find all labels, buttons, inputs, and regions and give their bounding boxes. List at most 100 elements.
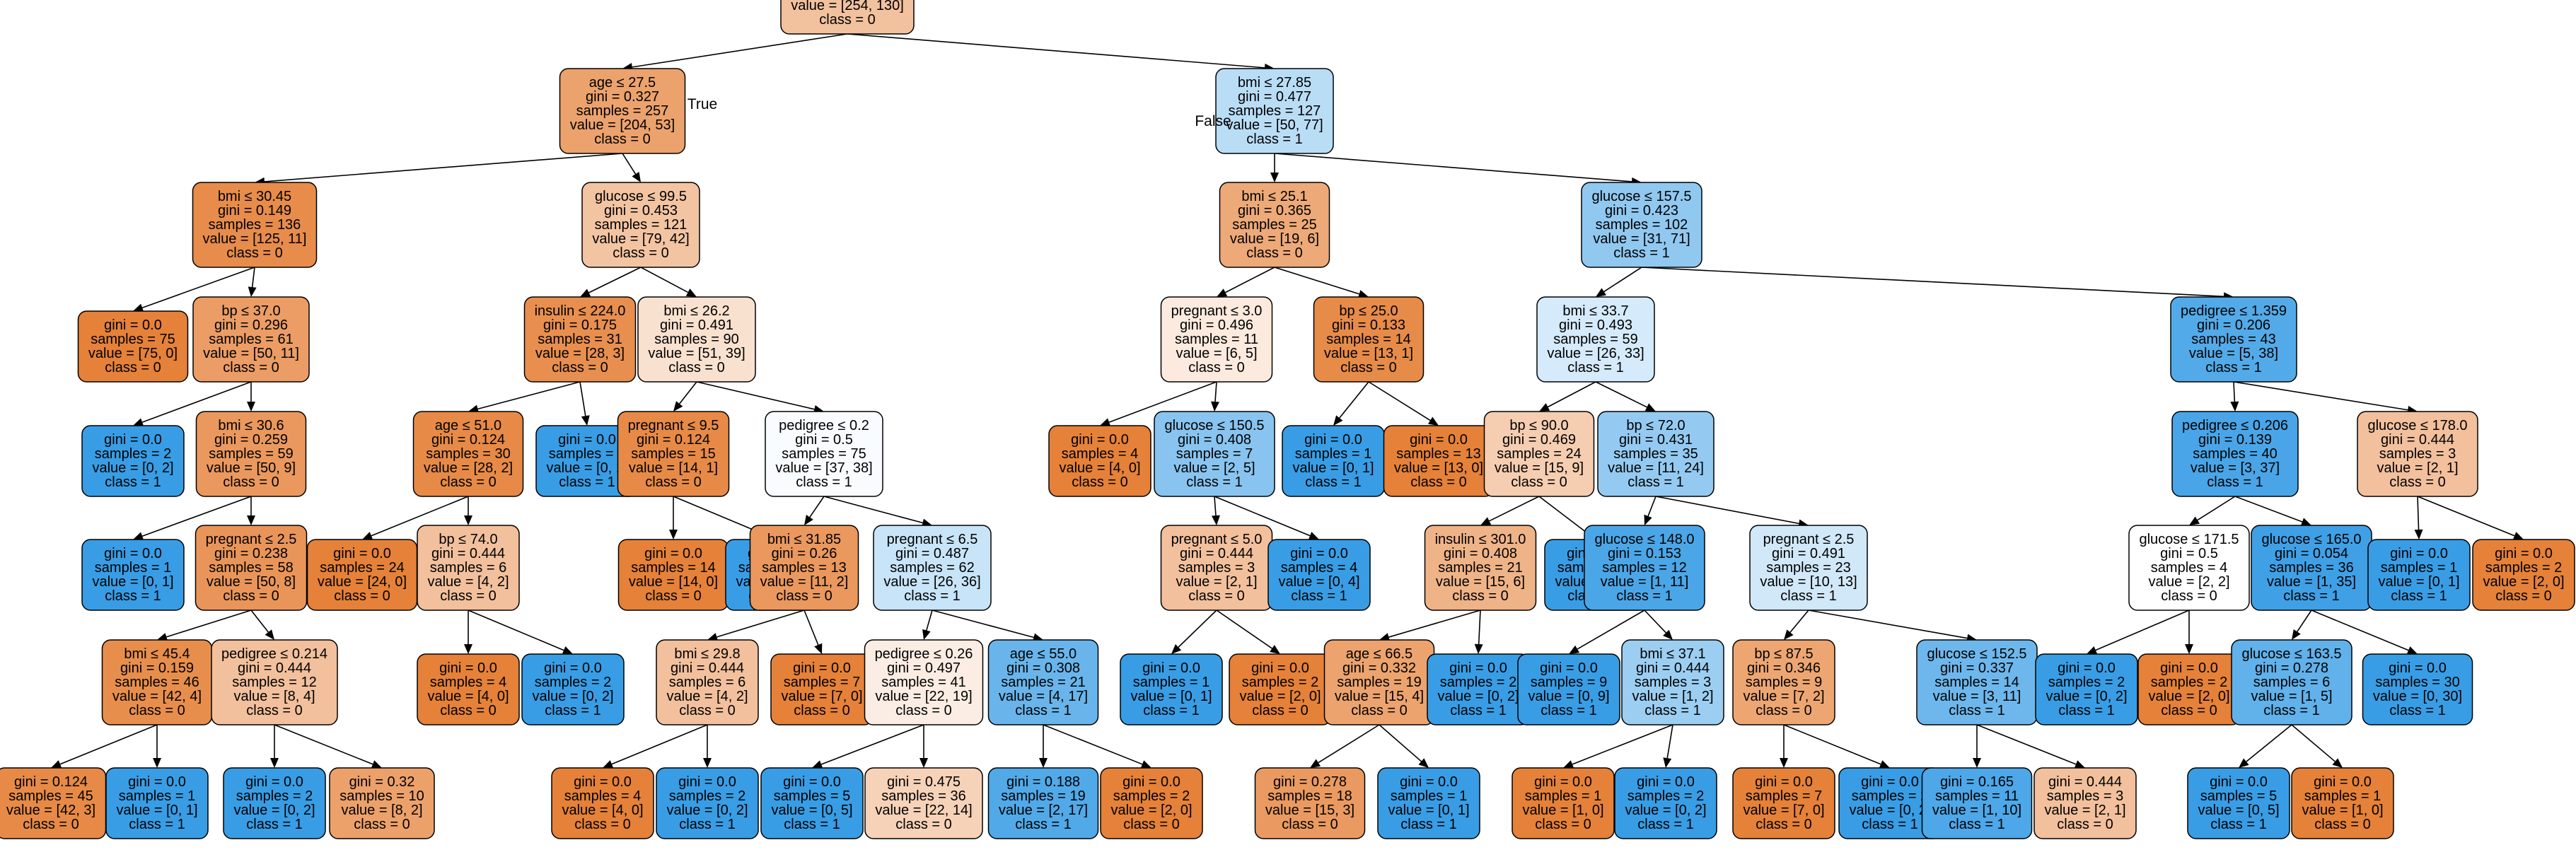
edge-arrowhead xyxy=(247,515,255,525)
tree-edge xyxy=(809,496,825,518)
edge-arrowhead xyxy=(1308,532,1319,540)
node-text-line: class = 0 xyxy=(1756,703,1811,718)
tree-edge xyxy=(251,267,255,288)
tree-edge xyxy=(250,610,269,633)
node-text-line: samples = 75 xyxy=(91,332,175,347)
tree-edge xyxy=(141,381,252,423)
node-box xyxy=(1517,653,1620,725)
node-text-line: class = 1 xyxy=(105,588,161,604)
node-text-line: samples = 2 xyxy=(236,788,313,804)
node-text-line: gini = 0.175 xyxy=(543,317,617,333)
edge-arrowhead xyxy=(1418,758,1429,768)
node-text-line: value = [0, 2] xyxy=(1437,689,1519,704)
tree-edge xyxy=(1043,724,1143,765)
node-box xyxy=(1160,296,1273,383)
tree-edge xyxy=(1577,610,1645,650)
node-box xyxy=(637,296,756,383)
node-text-line: value = [0, 2] xyxy=(1849,803,1930,818)
node-text-line: class = 1 xyxy=(559,474,615,490)
node-text-line: value = [24, 0] xyxy=(318,574,407,590)
node-text-line: gini = 0.0 xyxy=(2495,546,2553,561)
node-text-line: value = [11, 24] xyxy=(1608,460,1704,476)
edge-arrowhead xyxy=(371,760,382,769)
node-text-line: pedigree ≤ 1.359 xyxy=(2181,303,2287,319)
node-box xyxy=(765,411,883,497)
tree-edge xyxy=(1368,381,1431,421)
edge-arrowhead xyxy=(270,758,279,768)
edge-arrowhead xyxy=(812,760,823,769)
node-text-line: gini = 0.0 xyxy=(2389,660,2447,676)
node-text-line: samples = 75 xyxy=(782,446,866,462)
node-text-line: samples = 35 xyxy=(1613,446,1698,462)
node-text-line: gini = 0.0 xyxy=(104,432,162,448)
node-text-line: value = [0, 2] xyxy=(2046,689,2127,704)
node-text-line: gini = 0.469 xyxy=(1502,432,1576,448)
tree-edge xyxy=(2297,610,2312,632)
tree-edge xyxy=(264,153,623,182)
node-text-line: value = [7, 0] xyxy=(1743,803,1824,818)
node-text-line: gini = 0.0 xyxy=(128,774,186,790)
node-text-line: gini = 0.0 xyxy=(1251,660,1309,676)
node-text-line: value = [5, 38] xyxy=(2189,346,2278,361)
node-box xyxy=(1536,296,1655,383)
node-text-line: class = 0 xyxy=(1340,360,1396,375)
node-box xyxy=(1254,767,1366,839)
node-text-line: class = 1 xyxy=(796,474,852,490)
edge-arrowhead xyxy=(1563,760,1574,769)
node-text-line: bp ≤ 90.0 xyxy=(1509,418,1568,433)
node-text-line: gini = 0.206 xyxy=(2197,317,2270,333)
node-box xyxy=(195,525,308,611)
node-text-line: class = 1 xyxy=(2391,588,2447,604)
node-text-line: pedigree ≤ 0.214 xyxy=(221,646,327,662)
node-text-line: gini = 0.0 xyxy=(1534,774,1592,790)
node-text-line: age ≤ 66.5 xyxy=(1346,646,1412,662)
node-text-line: value = [15, 3] xyxy=(1265,803,1354,818)
node-text-line: samples = 11 xyxy=(1935,788,2019,804)
node-text-line: class = 0 xyxy=(2161,588,2217,604)
node-box xyxy=(2035,653,2138,725)
node-text-line: gini = 0.477 xyxy=(1238,89,1311,105)
node-text-line: gini = 0.0 xyxy=(104,546,162,561)
node-box xyxy=(105,767,209,839)
tree-edge xyxy=(468,610,564,651)
node-text-line: class = 0 xyxy=(1756,817,1811,832)
node-text-line: gini = 0.0 xyxy=(1540,660,1598,676)
edge-arrowhead xyxy=(1474,643,1483,654)
node-text-line: value = [0, 1] xyxy=(546,460,627,476)
edge-arrowhead xyxy=(2406,646,2418,655)
node-text-line: insulin ≤ 224.0 xyxy=(535,303,626,319)
node-text-line: value = [3, 37] xyxy=(2191,460,2280,476)
node-text-line: samples = 3 xyxy=(2047,788,2123,804)
node-text-line: pregnant ≤ 6.5 xyxy=(887,532,978,547)
node-box xyxy=(2357,411,2478,497)
node-text-line: value = [28, 2] xyxy=(424,460,513,476)
node-text-line: class = 1 xyxy=(1450,703,1506,718)
node-text-line: value = [0, 9] xyxy=(1528,689,1609,704)
node-text-line: bp ≤ 25.0 xyxy=(1339,303,1398,319)
edge-arrowhead xyxy=(1427,416,1439,426)
node-text-line: class = 1 xyxy=(1613,245,1669,261)
node-text-line: samples = 46 xyxy=(115,675,199,690)
node-box xyxy=(1512,767,1615,839)
node-text-line: bmi ≤ 30.45 xyxy=(218,189,291,204)
edge-arrowhead xyxy=(2332,758,2343,768)
node-text-line: gini = 0.337 xyxy=(1940,660,2014,676)
node-text-line: samples = 58 xyxy=(209,560,294,576)
node-text-line: glucose ≤ 171.5 xyxy=(2139,532,2239,547)
tree-edge xyxy=(640,267,689,293)
edge-arrowhead xyxy=(922,629,931,640)
node-box xyxy=(617,411,730,497)
